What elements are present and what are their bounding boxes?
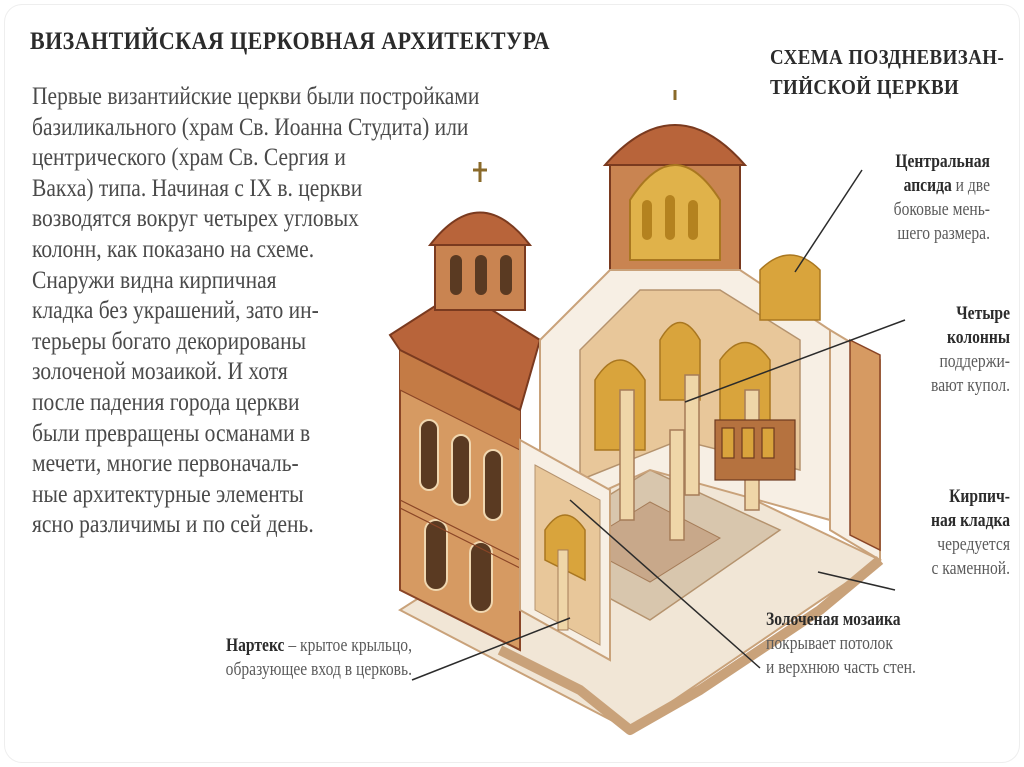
label-columns-heading: колонны (946, 327, 1010, 348)
label-narthex-heading: Нартекс (226, 635, 285, 656)
body-line: Вакха) типа. Начиная с IX в. церкви (32, 174, 363, 202)
label-brick-heading: Кирпич- (949, 486, 1010, 507)
left-drum (427, 162, 533, 311)
body-line: золоченой мозаикой. И хотя (32, 358, 288, 386)
label-narthex-line: образующее вход в церковь. (225, 659, 412, 680)
body-line: мечети, многие первоначаль- (32, 450, 299, 478)
body-paragraph: Первые византийские церкви были постройк… (32, 82, 480, 541)
label-mosaic-heading: Золоченая мозаика (766, 609, 901, 630)
body-line: ясно различимы и по сей день. (32, 511, 314, 539)
body-line: базиликального (храм Св. Иоанна Студита)… (32, 113, 469, 141)
body-line: были превращены османами в (32, 419, 311, 447)
label-apse-line: шего размера. (897, 223, 990, 244)
templon-screen (714, 419, 796, 481)
label-columns-line: вают купол. (931, 375, 1010, 396)
label-apse-line: боковые мень- (893, 199, 990, 220)
page-title: ВИЗАНТИЙСКАЯ ЦЕРКОВНАЯ АРХИТЕКТУРА (30, 28, 550, 55)
central-dome (602, 90, 748, 271)
body-line: после падения города церкви (32, 388, 300, 416)
body-line: терьеры богато декорированы (32, 327, 307, 355)
label-mosaic-line: покрывает потолок (766, 633, 893, 654)
label-columns: Четыре колонны поддержи- вают купол. (870, 302, 1010, 398)
narthex-column (557, 549, 569, 631)
label-brick-heading: ная кладка (930, 510, 1010, 531)
brick-bands (399, 389, 521, 569)
body-line: колонн, как показано на схеме. (32, 235, 315, 263)
label-narthex: Нартекс – крытое крыльцо, образующее вхо… (150, 634, 412, 682)
label-apse-line: апсида и две (859, 174, 990, 198)
body-line: ные архитектурные элементы (32, 480, 304, 508)
body-line: кладка без украшений, зато ин- (32, 297, 319, 325)
scheme-title: СХЕМА ПОЗДНЕВИЗАН- ТИЙСКОЙ ЦЕРКВИ (770, 42, 1024, 102)
label-mosaic: Золоченая мозаика покрывает потолок и ве… (766, 608, 1006, 680)
scheme-title-line: СХЕМА ПОЗДНЕВИЗАН- (770, 45, 1005, 69)
label-columns-line: поддержи- (939, 351, 1010, 372)
label-apse-rest: и две (955, 175, 990, 196)
label-apse: Центральная апсида и две боковые мень- ш… (830, 150, 990, 246)
body-line: возводятся вокруг четырех угловых (32, 205, 359, 233)
label-apse-heading-2: апсида (903, 175, 952, 196)
left-facade-upper (400, 350, 520, 450)
label-brick-line: чередуется (937, 534, 1010, 555)
body-line: Снаружи видна кирпичная (32, 266, 277, 294)
body-line: Первые византийские церкви были постройк… (32, 83, 480, 110)
body-line: центрического (храм Св. Сергия и (32, 144, 346, 172)
label-narthex-line: Нартекс – крытое крыльцо, (197, 634, 412, 658)
label-columns-heading: Четыре (956, 303, 1010, 324)
label-brick-line: с каменной. (931, 558, 1010, 579)
label-brick: Кирпич- ная кладка чередуется с каменной… (870, 485, 1010, 581)
front-cut-edge (497, 556, 884, 735)
scheme-title-line: ТИЙСКОЙ ЦЕРКВИ (770, 75, 960, 99)
label-narthex-rest: – крытое крыльцо, (288, 635, 412, 656)
label-apse-heading: Центральная (895, 151, 990, 172)
left-windows (419, 419, 503, 613)
label-mosaic-line: и верхнюю часть стен. (766, 657, 916, 678)
